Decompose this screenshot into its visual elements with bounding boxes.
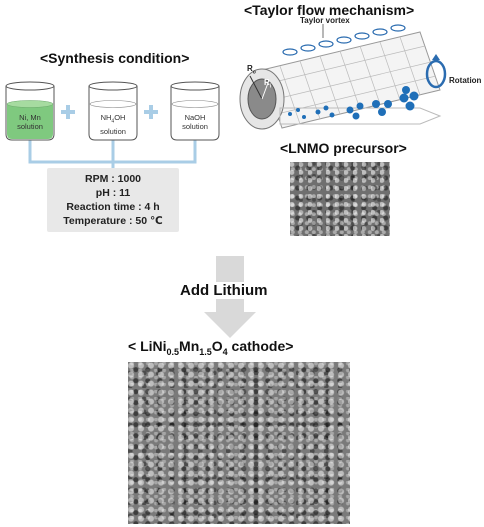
plus-icon [144, 105, 158, 119]
beaker-label-naoh: NaOH solution [182, 113, 208, 131]
cathode-title: < LiNi0.5Mn1.5O4 cathode> [128, 338, 294, 357]
r-outer-label: Ro [247, 64, 256, 76]
rotation-label: Rotation [449, 76, 482, 85]
beaker-naoh [170, 81, 220, 141]
precursor-sem-image [290, 162, 390, 236]
taylor-reactor [239, 24, 447, 130]
beaker-ni-mn [5, 81, 55, 141]
condition-rpm: RPM : 1000 [84, 173, 142, 185]
condition-temperature: Temperature : 50 ℃ [63, 215, 163, 227]
r-inner-label: Ri [264, 78, 272, 90]
taylor-vortex-label: Taylor vortex [300, 16, 350, 25]
beaker-label-ni-mn: Ni, Mn solution [17, 113, 43, 131]
conditions-box: RPM : 1000 pH : 11 Reaction time : 4 h T… [47, 168, 179, 232]
condition-reaction-time: Reaction time : 4 h [66, 201, 160, 213]
pipe-connectors [28, 140, 197, 170]
beaker-label-nh4oh: NH4OH solution [100, 113, 126, 136]
cathode-sem-image [128, 362, 350, 524]
beaker-nh4oh [88, 81, 138, 141]
add-lithium-label: Add Lithium [178, 282, 270, 299]
taylor-title: <Taylor flow mechanism> [244, 2, 415, 18]
plus-icon [61, 105, 75, 119]
precursor-title: <LNMO precursor> [280, 140, 407, 156]
condition-ph: pH : 11 [95, 187, 131, 199]
synthesis-title: <Synthesis condition> [40, 50, 190, 66]
